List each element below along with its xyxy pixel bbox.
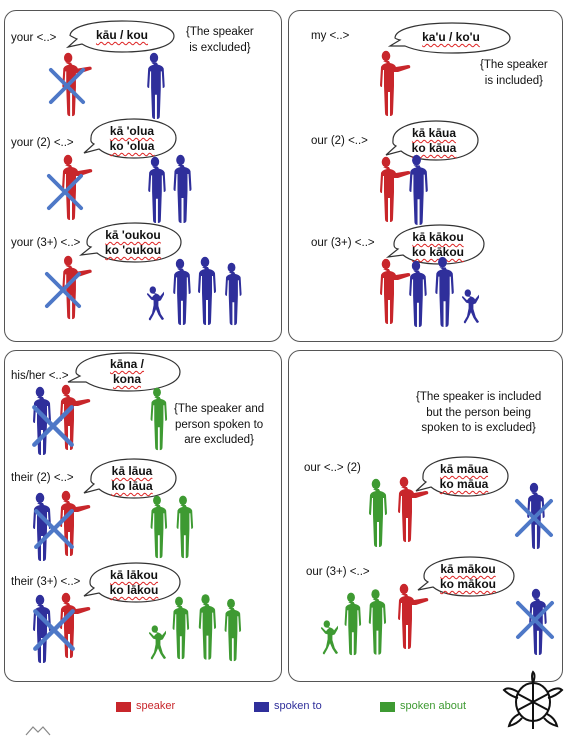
spoken-to-figure [168,258,192,326]
speaker-figure [390,582,430,654]
spoken-about-figure [146,494,168,560]
form-ka-kakou: kā kākou [412,230,464,244]
turtle-logo-icon [502,670,564,729]
legend-label-speaker: speaker [136,700,176,712]
form-ko-laua: ko lāua [111,479,153,493]
row-label-your-3plus: your (3+) <..> [11,237,81,249]
spoken-about-figure [142,624,166,662]
spoken-to-figure [143,156,167,224]
form-ko-oukou: ko 'oukou [104,243,162,257]
spoken-to-figure [220,262,243,326]
spoken-about-figure [340,590,362,658]
speaker-figure [390,476,430,546]
row-label-their-2: their (2) <..> [11,472,74,484]
note-speaker-included: {The speaker is included} [480,59,548,87]
form-kana: kāna / [109,357,145,371]
cross-icon [512,600,558,640]
spoken-about-figure [172,494,194,560]
form-kau: kāu / kou [95,28,148,42]
speaker-figure [372,50,412,120]
spoken-to-figure [404,154,429,226]
row-label-your-2: your (2) <..> [11,137,74,149]
row-label-our-excl-2: our <..> (2) [304,462,361,474]
cross-icon [22,404,84,448]
legend-swatch-spoken-to [254,702,269,712]
form-ka-lakou: kā lākou [109,568,159,582]
speech-bubble-kau-mine: ka'u / ko'u [387,22,512,56]
cross-icon [512,498,556,538]
spoken-to-figure [168,154,193,224]
form-kau-kou-mine: ka'u / ko'u [422,30,480,44]
note-speaker-excluded: {The speaker is excluded} [186,26,254,54]
form-kona: kona [112,372,141,386]
form-ka-kaua: kā kāua [411,126,457,140]
note-speaker-and-spoken-to-excluded: {The speaker and person spoken to are ex… [174,403,265,447]
spoken-to-figure [142,52,166,120]
cross-icon [44,270,82,310]
form-ka-olua: kā 'olua [109,124,155,138]
row-label-your: your <..> [11,32,57,44]
corner-mark-icon [25,726,51,736]
note-spoken-to-excluded: {The speaker is included but the person … [416,391,542,435]
spoken-to-figure [140,286,164,322]
cross-icon [46,172,84,212]
cross-icon [26,508,82,550]
speech-bubble-kau: kāu / kou [65,20,176,54]
form-ko-maua: ko māua [439,477,489,491]
form-ko-kakou: ko kākou [411,245,465,259]
spoken-to-figure [193,256,217,326]
spoken-about-figure [364,586,387,658]
spoken-to-figure [455,288,479,326]
row-label-their-3plus: their (3+) <..> [11,576,81,588]
spoken-about-figure [314,618,338,658]
form-ko-makou: ko mākou [439,577,496,591]
form-ka-laua: kā lāua [111,464,153,478]
cross-icon [26,608,82,652]
panel-our-exclusive [288,350,563,682]
legend-label-spoken-about: spoken about [400,700,467,712]
form-ko-olua: ko 'olua [109,139,155,153]
spoken-to-figure [430,256,455,328]
spoken-about-figure [364,478,388,548]
row-label-our-excl-3plus: our (3+) <..> [306,566,370,578]
cross-icon [48,66,86,106]
legend-swatch-spoken-about [380,702,395,712]
row-label-his-her: his/her <..> [11,370,69,382]
row-label-our-3plus: our (3+) <..> [311,237,375,249]
form-ko-lakou: ko lākou [109,583,159,597]
spoken-about-figure [146,386,168,452]
spoken-about-figure [168,594,190,662]
row-label-my: my <..> [311,30,350,42]
spoken-about-figure [194,592,217,662]
form-ko-kaua: ko kāua [411,141,457,155]
form-ka-maua: kā māua [439,462,489,476]
legend-swatch-speaker [116,702,131,712]
spoken-to-figure [404,260,428,328]
speech-bubble-kana: kāna /kona [67,352,182,394]
legend-label-spoken-to: spoken to [274,700,322,712]
spoken-about-figure [220,598,242,662]
row-label-our-2: our (2) <..> [311,135,368,147]
form-ka-makou: kā mākou [440,562,496,576]
form-ka-oukou: kā 'oukou [105,228,161,242]
